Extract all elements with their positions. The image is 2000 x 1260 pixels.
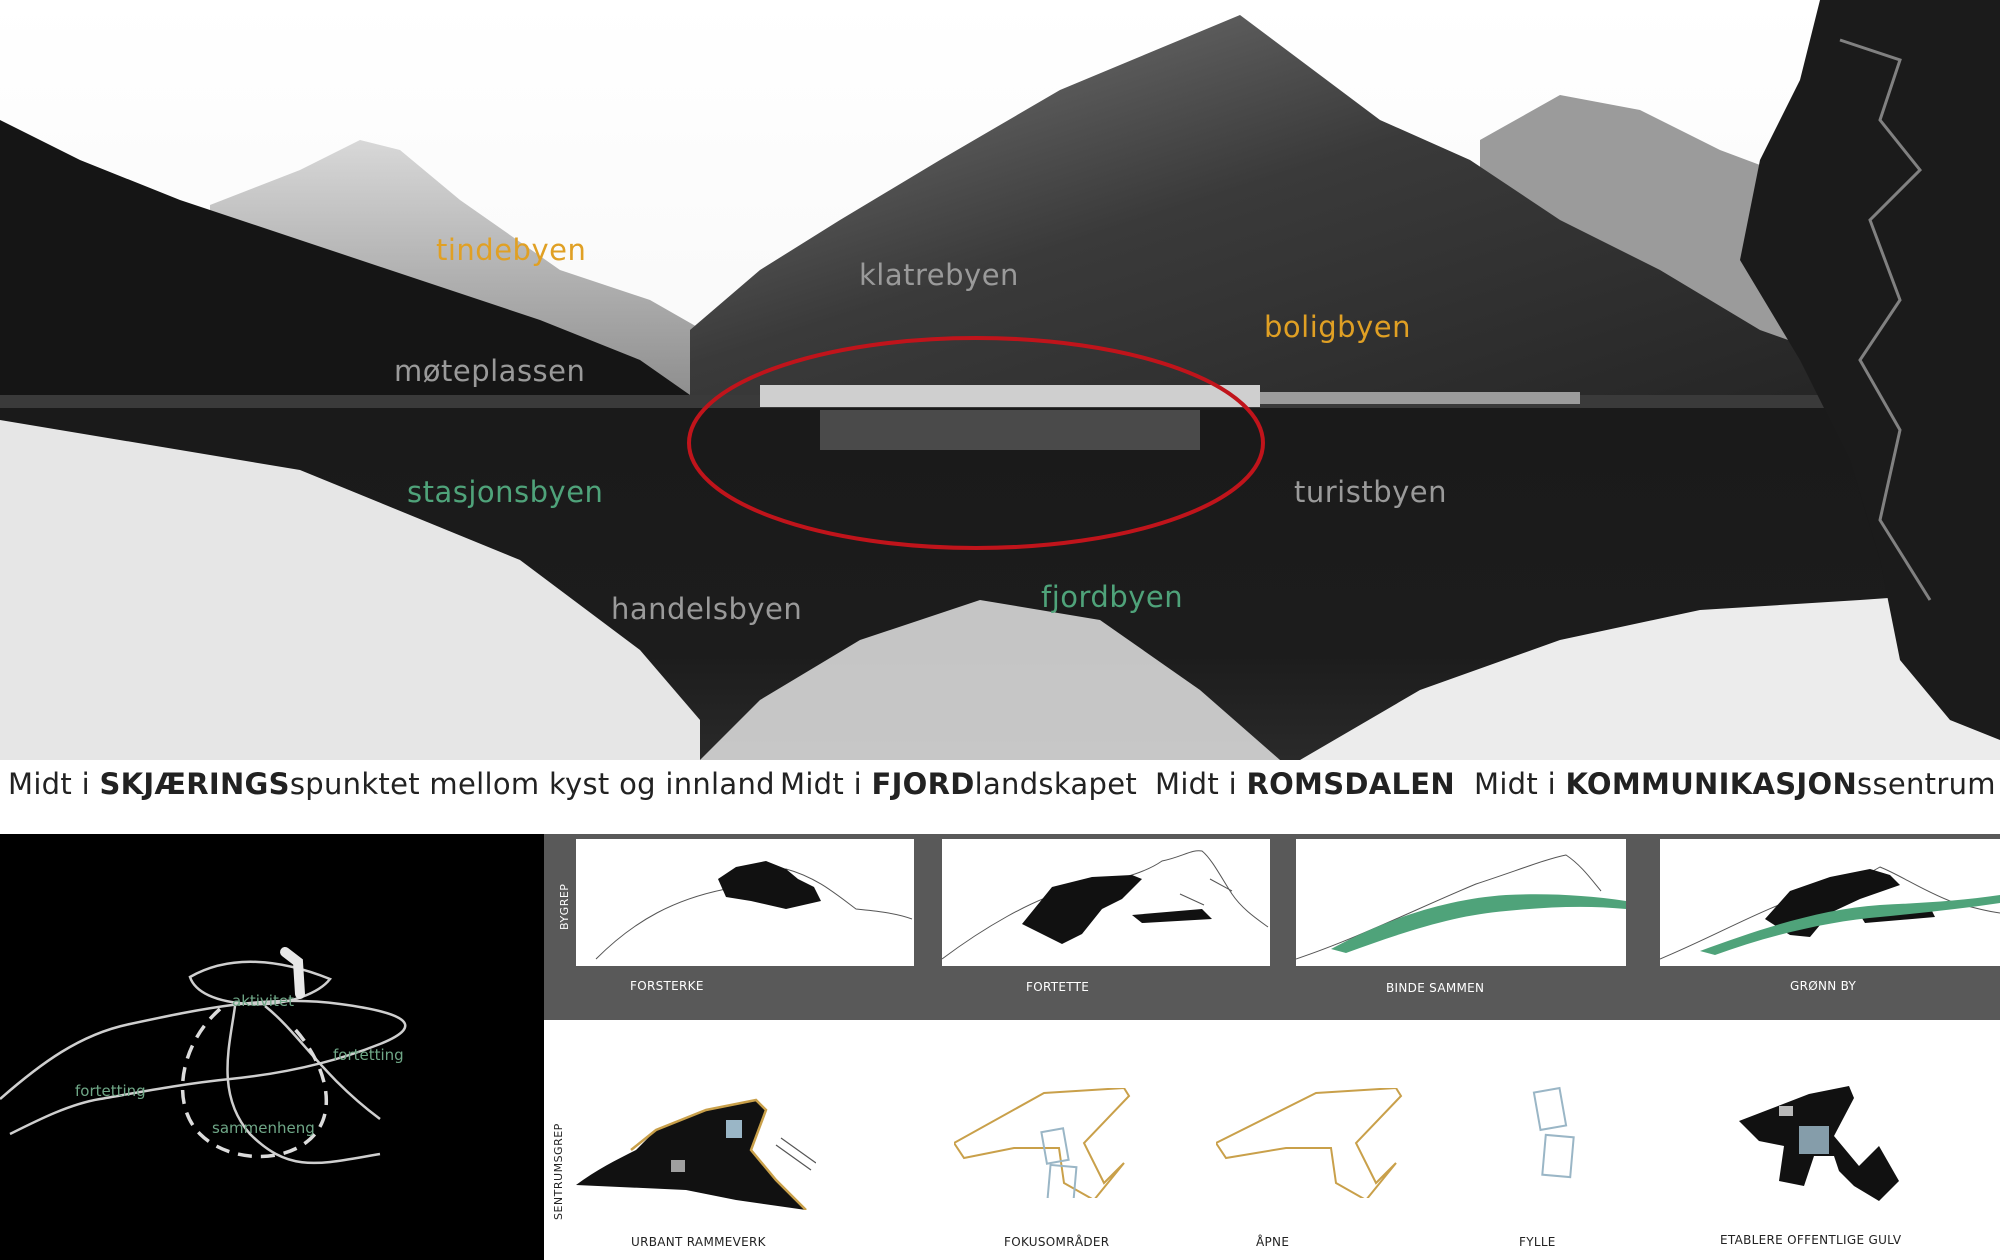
- bygrep-caption-3: BINDE SAMMEN: [1386, 981, 1485, 995]
- fylle-plan: [1532, 1086, 1575, 1179]
- sentrumsgrep-caption-2: FOKUSOMRÅDER: [1004, 1235, 1110, 1249]
- sentrumsgrep-caption-4: FYLLE: [1519, 1235, 1556, 1249]
- etablere-offentlige-gulv-plan: [1739, 1086, 1899, 1201]
- sentrumsgrep-caption-5: ETABLERE OFFENTLIGE GULV: [1720, 1233, 1902, 1247]
- concept-label-aktivitet: aktivitet: [232, 992, 294, 1010]
- concept-label-sammenheng: sammenheng: [212, 1119, 315, 1137]
- label-moteplassen: møteplassen: [394, 354, 586, 388]
- tagline-row: Midt i SKJÆRINGSspunktet mellom kyst og …: [0, 760, 2000, 830]
- label-klatrebyen: klatrebyen: [859, 258, 1019, 292]
- concept-label-fortetting-right: fortetting: [333, 1046, 404, 1064]
- label-turistbyen: turistbyen: [1294, 475, 1448, 509]
- tagline-1: Midt i SKJÆRINGSspunktet mellom kyst og …: [8, 767, 775, 801]
- tagline-3: Midt i ROMSDALEN: [1155, 767, 1455, 801]
- tagline-2: Midt i FJORDlandskapet: [780, 767, 1138, 801]
- sentrumsgrep-caption-1: URBANT RAMMEVERK: [631, 1235, 766, 1249]
- sentrumsgrep-section-label: SENTRUMSGREP: [552, 1123, 565, 1220]
- label-handelsbyen: handelsbyen: [611, 592, 803, 626]
- focus-ellipse: [687, 336, 1265, 550]
- concept-label-fortetting-left: fortetting: [75, 1082, 146, 1100]
- bygrep-caption-4: GRØNN BY: [1790, 979, 1857, 993]
- bygrep-panel-gronn-by: [1659, 839, 2000, 966]
- apne-plan: [1216, 1088, 1403, 1198]
- label-stasjonsbyen: stasjonsbyen: [407, 475, 604, 509]
- bygrep-panel-binde-sammen: [1295, 839, 1626, 966]
- bygrep-section: BYGREP FORSTERKE FORTETTE BINDE SAMMEN G: [544, 834, 2000, 1020]
- bygrep-section-label: BYGREP: [558, 883, 571, 930]
- urbant-rammeverk-plan: [576, 1098, 816, 1210]
- sentrumsgrep-caption-3: ÅPNE: [1256, 1235, 1290, 1249]
- fjord-landscape-photo: [0, 0, 2000, 760]
- concept-lines: [0, 947, 407, 1165]
- tagline-4: Midt i KOMMUNIKASJONssentrum: [1474, 767, 1996, 801]
- fokusomrader-plan: [954, 1088, 1131, 1198]
- label-fjordbyen: fjordbyen: [1041, 580, 1184, 614]
- bygrep-panel-fortette: [941, 839, 1270, 966]
- bygrep-panel-forsterke: [576, 839, 914, 966]
- label-tindebyen: tindebyen: [436, 233, 587, 267]
- bygrep-caption-2: FORTETTE: [1026, 980, 1090, 994]
- sentrumsgrep-section: SENTRUMSGREP URBANT RAMMEVERK FOKUSOMRÅD…: [544, 1020, 2000, 1260]
- concept-diagram: aktivitet fortetting fortetting sammenhe…: [0, 834, 544, 1260]
- bygrep-caption-1: FORSTERKE: [630, 979, 704, 993]
- label-boligbyen: boligbyen: [1264, 310, 1411, 344]
